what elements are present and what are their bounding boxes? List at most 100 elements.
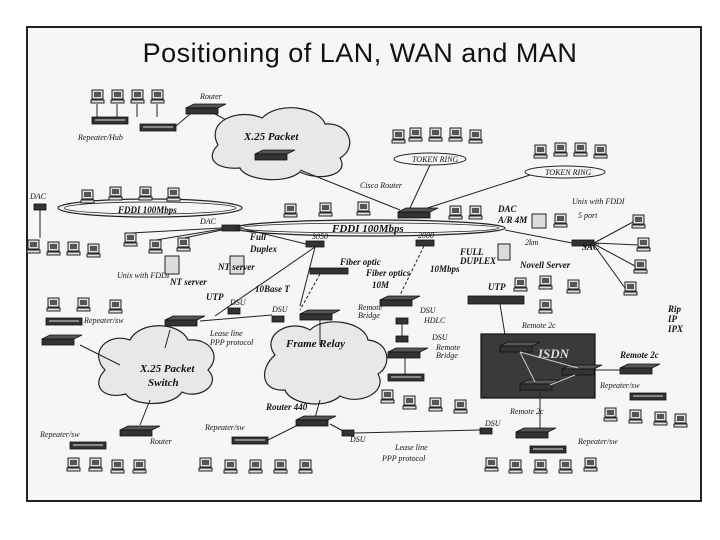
fddi-main-ring: FDDI 100Mbps 3050 2000 10Base T [214, 201, 506, 317]
label-3050: 3050 [311, 232, 328, 241]
repeater-switch-icon [45, 317, 83, 326]
label-router-bottom: Router [149, 437, 173, 446]
label-cisco-router: Cisco Router [360, 181, 403, 190]
label-remote-2c-right: Remote 2c [619, 350, 659, 360]
workstation-icon [673, 413, 688, 428]
workstation-icon [428, 397, 443, 412]
workstation-icon [110, 459, 125, 474]
label-dsu-4: DSU [349, 435, 367, 444]
label-dsu-hdlc-1: DSU [419, 306, 437, 315]
workstation-icon [603, 407, 618, 422]
workstation-icon [508, 459, 523, 474]
x25-packet-cloud: X.25 Packet [211, 107, 401, 211]
server-icon [229, 255, 245, 275]
dsu-icon [227, 307, 241, 315]
workstation-icon [148, 239, 163, 254]
workstation-icon [176, 237, 191, 252]
label-remote-bridge-1a: Remote [357, 303, 382, 312]
label-lease-line-2a: Lease line [394, 443, 428, 452]
workstation-icon [223, 459, 238, 474]
label-repeater-sw-left-bottom: Repeater/sw [39, 430, 80, 439]
label-dac-left: DAC [29, 192, 47, 201]
label-repeater-sw-mid: Repeater/sw [204, 423, 245, 432]
workstation-icon [132, 459, 147, 474]
workstation-icon [298, 459, 313, 474]
label-unix-fddi-right: Unix with FDDI [572, 197, 625, 206]
repeater-switch-icon [629, 392, 667, 401]
label-repeater-sw-1: Repeater/sw [83, 316, 124, 325]
label-10base-t: 10Base T [255, 284, 290, 294]
workstation-icon [110, 89, 125, 104]
label-isdn: ISDN [537, 346, 570, 361]
repeater-hub-icon [139, 123, 177, 132]
workstation-icon [150, 89, 165, 104]
workstation-icon [402, 395, 417, 410]
workstation-icon [318, 202, 333, 217]
workstation-icon [448, 205, 463, 220]
label-repeater-sw-bottom-right: Repeater/sw [577, 437, 618, 446]
x25-switch-area: Repeater/sw UTP DSU DSU Lease line PPP p… [39, 292, 289, 474]
server-icon [164, 255, 180, 275]
label-rip: Rip [667, 304, 682, 314]
workstation-icon [76, 297, 91, 312]
label-full-duplex-right-1: FULL [459, 247, 484, 257]
workstation-icon [553, 213, 568, 228]
label-dac-mid: DAC [199, 217, 217, 226]
remote-bridge-icon [387, 347, 429, 359]
slide-title: Positioning of LAN, WAN and MAN [142, 38, 578, 68]
repeater-switch-icon [529, 445, 567, 454]
workstation-icon [453, 399, 468, 414]
workstation-icon [653, 411, 668, 426]
label-lease-line-2b: PPP protocol [381, 454, 426, 463]
label-remote-bridge-1b: Bridge [358, 311, 380, 320]
workstation-icon [428, 127, 443, 142]
label-novell-server: Novell Server [519, 260, 571, 270]
workstation-icon [636, 237, 651, 252]
workstation-icon [273, 459, 288, 474]
workstation-icon [448, 127, 463, 142]
workstation-icon [123, 232, 138, 247]
label-x25-switch-1: X.25 Packet [139, 363, 195, 375]
hub-icon [387, 373, 425, 382]
workstation-icon [573, 142, 588, 157]
label-ipx: IPX [667, 324, 684, 334]
workstation-icon [631, 214, 646, 229]
workstation-icon [538, 299, 553, 314]
mid-bottom-lan: Repeater/sw Lease line PPP protocol [198, 423, 428, 474]
dsu-icon [395, 335, 409, 343]
label-dsu-1: DSU [229, 298, 247, 307]
label-ar-4m: A/R 4M [497, 215, 528, 225]
workstation-icon [533, 144, 548, 159]
label-remote-bridge-2a: Remote [435, 343, 460, 352]
label-x25-packet: X.25 Packet [243, 131, 299, 143]
right-lan: DAC A/R 4M Unix with FDDI 5 port FULL DU… [430, 197, 684, 334]
isdn-network: UTP Remote 2c ISDN Remote 2c Repeater/sw [467, 275, 688, 474]
label-remote-2c-bottom: Remote 2c [509, 407, 544, 416]
label-2000: 2000 [418, 231, 434, 240]
label-full-duplex-left-2: Duplex [249, 244, 278, 254]
label-dac-ar: DAC [497, 204, 518, 214]
switch-icon [305, 240, 325, 248]
hub-icon [467, 295, 525, 305]
workstation-icon [248, 459, 263, 474]
remote-bridge-icon [379, 295, 421, 307]
workstation-icon [88, 457, 103, 472]
dac-concentrator-icon [221, 224, 241, 232]
workstation-icon [623, 281, 638, 296]
dac-concentrator-icon [33, 203, 47, 211]
remote-bridges: Remote Bridge DSU HDLC DSU Remote Bridge [357, 295, 468, 414]
workstation-icon [80, 189, 95, 204]
dsu-icon [271, 315, 285, 323]
label-10mbps: 10Mbps [430, 264, 460, 274]
router-icon [119, 425, 161, 437]
workstation-icon [90, 89, 105, 104]
label-nt-server-1: NT server [169, 277, 207, 287]
switch-icon [415, 239, 435, 247]
workstation-icon [468, 205, 483, 220]
label-remote-2c-top: Remote 2c [521, 321, 556, 330]
router-icon [515, 427, 557, 439]
fiber-optic-link: Fiber optic Fiber optics 10M [299, 245, 425, 311]
label-full-duplex-left-1: Full [249, 232, 267, 242]
router-icon [299, 309, 341, 321]
